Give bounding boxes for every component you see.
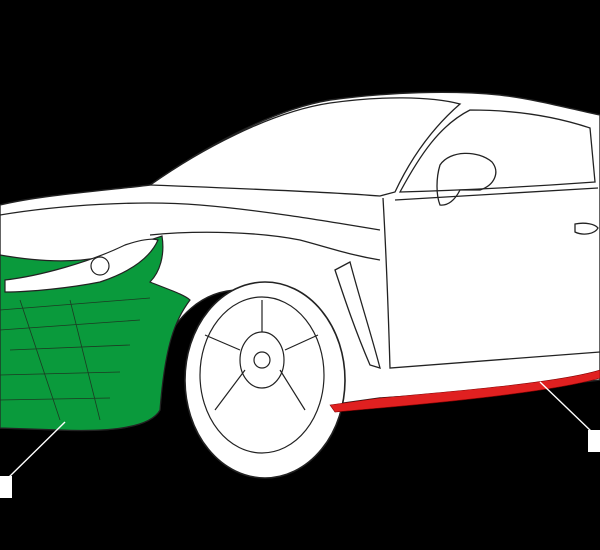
side-mirror: [436, 152, 497, 206]
door-rear-line: [394, 187, 599, 201]
leader-line-side-skirt: [539, 381, 593, 433]
side-window: [398, 109, 596, 193]
headlight-lens: [90, 256, 110, 276]
side-skirt-highlight: [329, 369, 600, 413]
leader-marker-side-skirt: [588, 430, 600, 452]
roof-line: [149, 97, 462, 197]
front-fender: [149, 231, 381, 261]
door-handle: [574, 222, 599, 235]
side-vent: [334, 261, 381, 369]
bumper-vent-lines: [0, 297, 151, 421]
front-wheel: [184, 281, 346, 479]
hood-line: [0, 202, 381, 231]
leader-line-front-bumper: [7, 421, 66, 479]
door-line: [382, 197, 600, 369]
headlight: [4, 238, 159, 293]
leader-marker-front-bumper: [0, 476, 12, 498]
